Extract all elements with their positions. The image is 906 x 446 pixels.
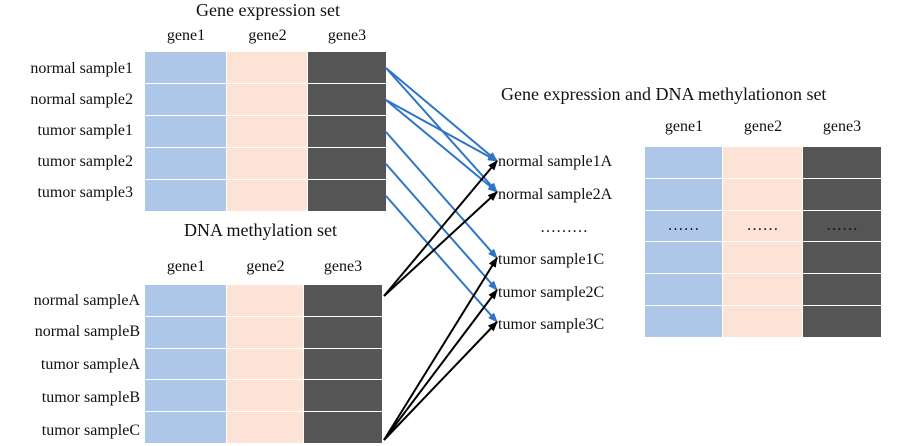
cb-cell-gene3 xyxy=(803,306,881,338)
black-arrow xyxy=(383,321,498,441)
ge-cell-gene1 xyxy=(145,116,227,148)
blue-arrow xyxy=(385,67,498,162)
dm-cell-gene3 xyxy=(304,348,382,381)
cb-row-label-ellipsis: ……… xyxy=(540,219,588,236)
dm-cell-gene1 xyxy=(145,412,227,444)
ge-cell-gene1 xyxy=(145,84,227,116)
cb-row-label: normal sample1A xyxy=(498,153,613,170)
dm-col-header-gene1: gene1 xyxy=(166,258,206,275)
dm-cell-gene3 xyxy=(304,316,382,349)
ge-col-header-gene2: gene2 xyxy=(248,27,287,44)
ge-cell-gene3 xyxy=(308,180,386,212)
combined-table: …… …… …… xyxy=(645,147,881,338)
dm-row-label: tumor sampleC xyxy=(41,422,140,439)
cb-cell-gene1 xyxy=(645,147,723,179)
cb-cell-gene2 xyxy=(723,274,803,306)
cb-cell-gene3: …… xyxy=(803,210,881,243)
ge-cell-gene1 xyxy=(145,180,227,212)
ge-cell-gene2 xyxy=(227,180,308,212)
cb-cell-gene2 xyxy=(723,306,803,338)
cb-cell-gene1 xyxy=(645,306,723,338)
cb-cell-gene1 xyxy=(645,242,723,275)
blue-arrow xyxy=(385,99,498,162)
ge-cell-gene3 xyxy=(308,84,386,116)
ge-cell-gene1 xyxy=(145,148,227,180)
cb-row-label: tumor sample2C xyxy=(498,284,605,301)
cb-cell-gene1 xyxy=(645,178,723,211)
combined-title: Gene expression and DNA methylationon se… xyxy=(501,84,827,104)
ge-row-label: tumor sample2 xyxy=(37,153,133,170)
ge-cell-gene3 xyxy=(308,116,386,148)
dm-cell-gene1 xyxy=(145,285,227,317)
cb-cell-gene2 xyxy=(723,242,803,275)
blue-arrow xyxy=(385,99,498,193)
ge-row-label: normal sample1 xyxy=(30,60,133,77)
ge-cell-gene3 xyxy=(308,148,386,180)
dm-cell-gene3 xyxy=(304,380,382,413)
dm-row-label: normal sampleA xyxy=(33,292,140,309)
cb-ellipsis-cell: …… xyxy=(746,216,779,234)
dm-row-label: normal sampleB xyxy=(34,323,140,340)
dm-cell-gene2 xyxy=(227,380,304,413)
cb-col-header-gene1: gene1 xyxy=(664,118,704,135)
ge-row-label: tumor sample1 xyxy=(37,122,133,139)
ge-cell-gene1 xyxy=(145,52,227,84)
cb-cell-gene2: …… xyxy=(723,210,803,243)
cb-row-label: tumor sample3C xyxy=(498,316,605,333)
cb-row-label: tumor sample1C xyxy=(498,251,605,268)
dm-cell-gene1 xyxy=(145,380,227,413)
cb-row-label: normal sample2A xyxy=(498,186,613,203)
dm-cell-gene2 xyxy=(227,348,304,381)
cb-col-header-gene2: gene2 xyxy=(743,118,783,135)
dna-methylation-table xyxy=(145,285,382,444)
dm-cell-gene3 xyxy=(304,412,382,444)
cb-cell-gene1 xyxy=(645,274,723,306)
dm-cell-gene3 xyxy=(304,285,382,317)
black-arrow xyxy=(383,191,498,297)
cb-cell-gene1: …… xyxy=(645,210,723,243)
dm-col-header-gene3: gene3 xyxy=(323,258,363,275)
black-arrow xyxy=(383,257,498,441)
black-arrow xyxy=(383,289,498,441)
blue-arrow xyxy=(385,195,498,323)
ge-cell-gene2 xyxy=(227,116,308,148)
dna-methylation-title: DNA methylation set xyxy=(184,220,337,240)
dm-cell-gene2 xyxy=(227,412,304,444)
cb-col-header-gene3: gene3 xyxy=(822,118,862,135)
cb-ellipsis-cell: …… xyxy=(826,216,858,234)
black-arrow xyxy=(383,160,498,297)
cb-cell-gene3 xyxy=(803,147,881,179)
ge-col-header-gene1: gene1 xyxy=(166,27,206,44)
ge-cell-gene2 xyxy=(227,84,308,116)
cb-cell-gene2 xyxy=(723,178,803,211)
cb-ellipsis-cell: …… xyxy=(667,216,700,234)
dm-cell-gene2 xyxy=(227,316,304,349)
cb-cell-gene3 xyxy=(803,242,881,275)
cb-cell-gene3 xyxy=(803,274,881,306)
cb-cell-gene2 xyxy=(723,147,803,179)
dm-row-label: tumor sampleA xyxy=(40,356,140,373)
dm-row-label: tumor sampleB xyxy=(41,389,140,406)
ge-cell-gene2 xyxy=(227,52,308,84)
blue-arrow xyxy=(385,131,498,259)
cb-cell-gene3 xyxy=(803,178,881,211)
ge-cell-gene2 xyxy=(227,148,308,180)
ge-cell-gene3 xyxy=(308,52,386,84)
ge-row-label: tumor sample3 xyxy=(37,184,133,201)
gene-expression-table xyxy=(145,52,386,212)
dm-cell-gene1 xyxy=(145,348,227,381)
ge-row-label: normal sample2 xyxy=(30,91,133,108)
gene-expression-title: Gene expression set xyxy=(196,0,340,20)
dm-cell-gene1 xyxy=(145,316,227,349)
ge-col-header-gene3: gene3 xyxy=(327,27,367,44)
dm-cell-gene2 xyxy=(227,285,304,317)
dm-col-header-gene2: gene2 xyxy=(246,258,285,275)
